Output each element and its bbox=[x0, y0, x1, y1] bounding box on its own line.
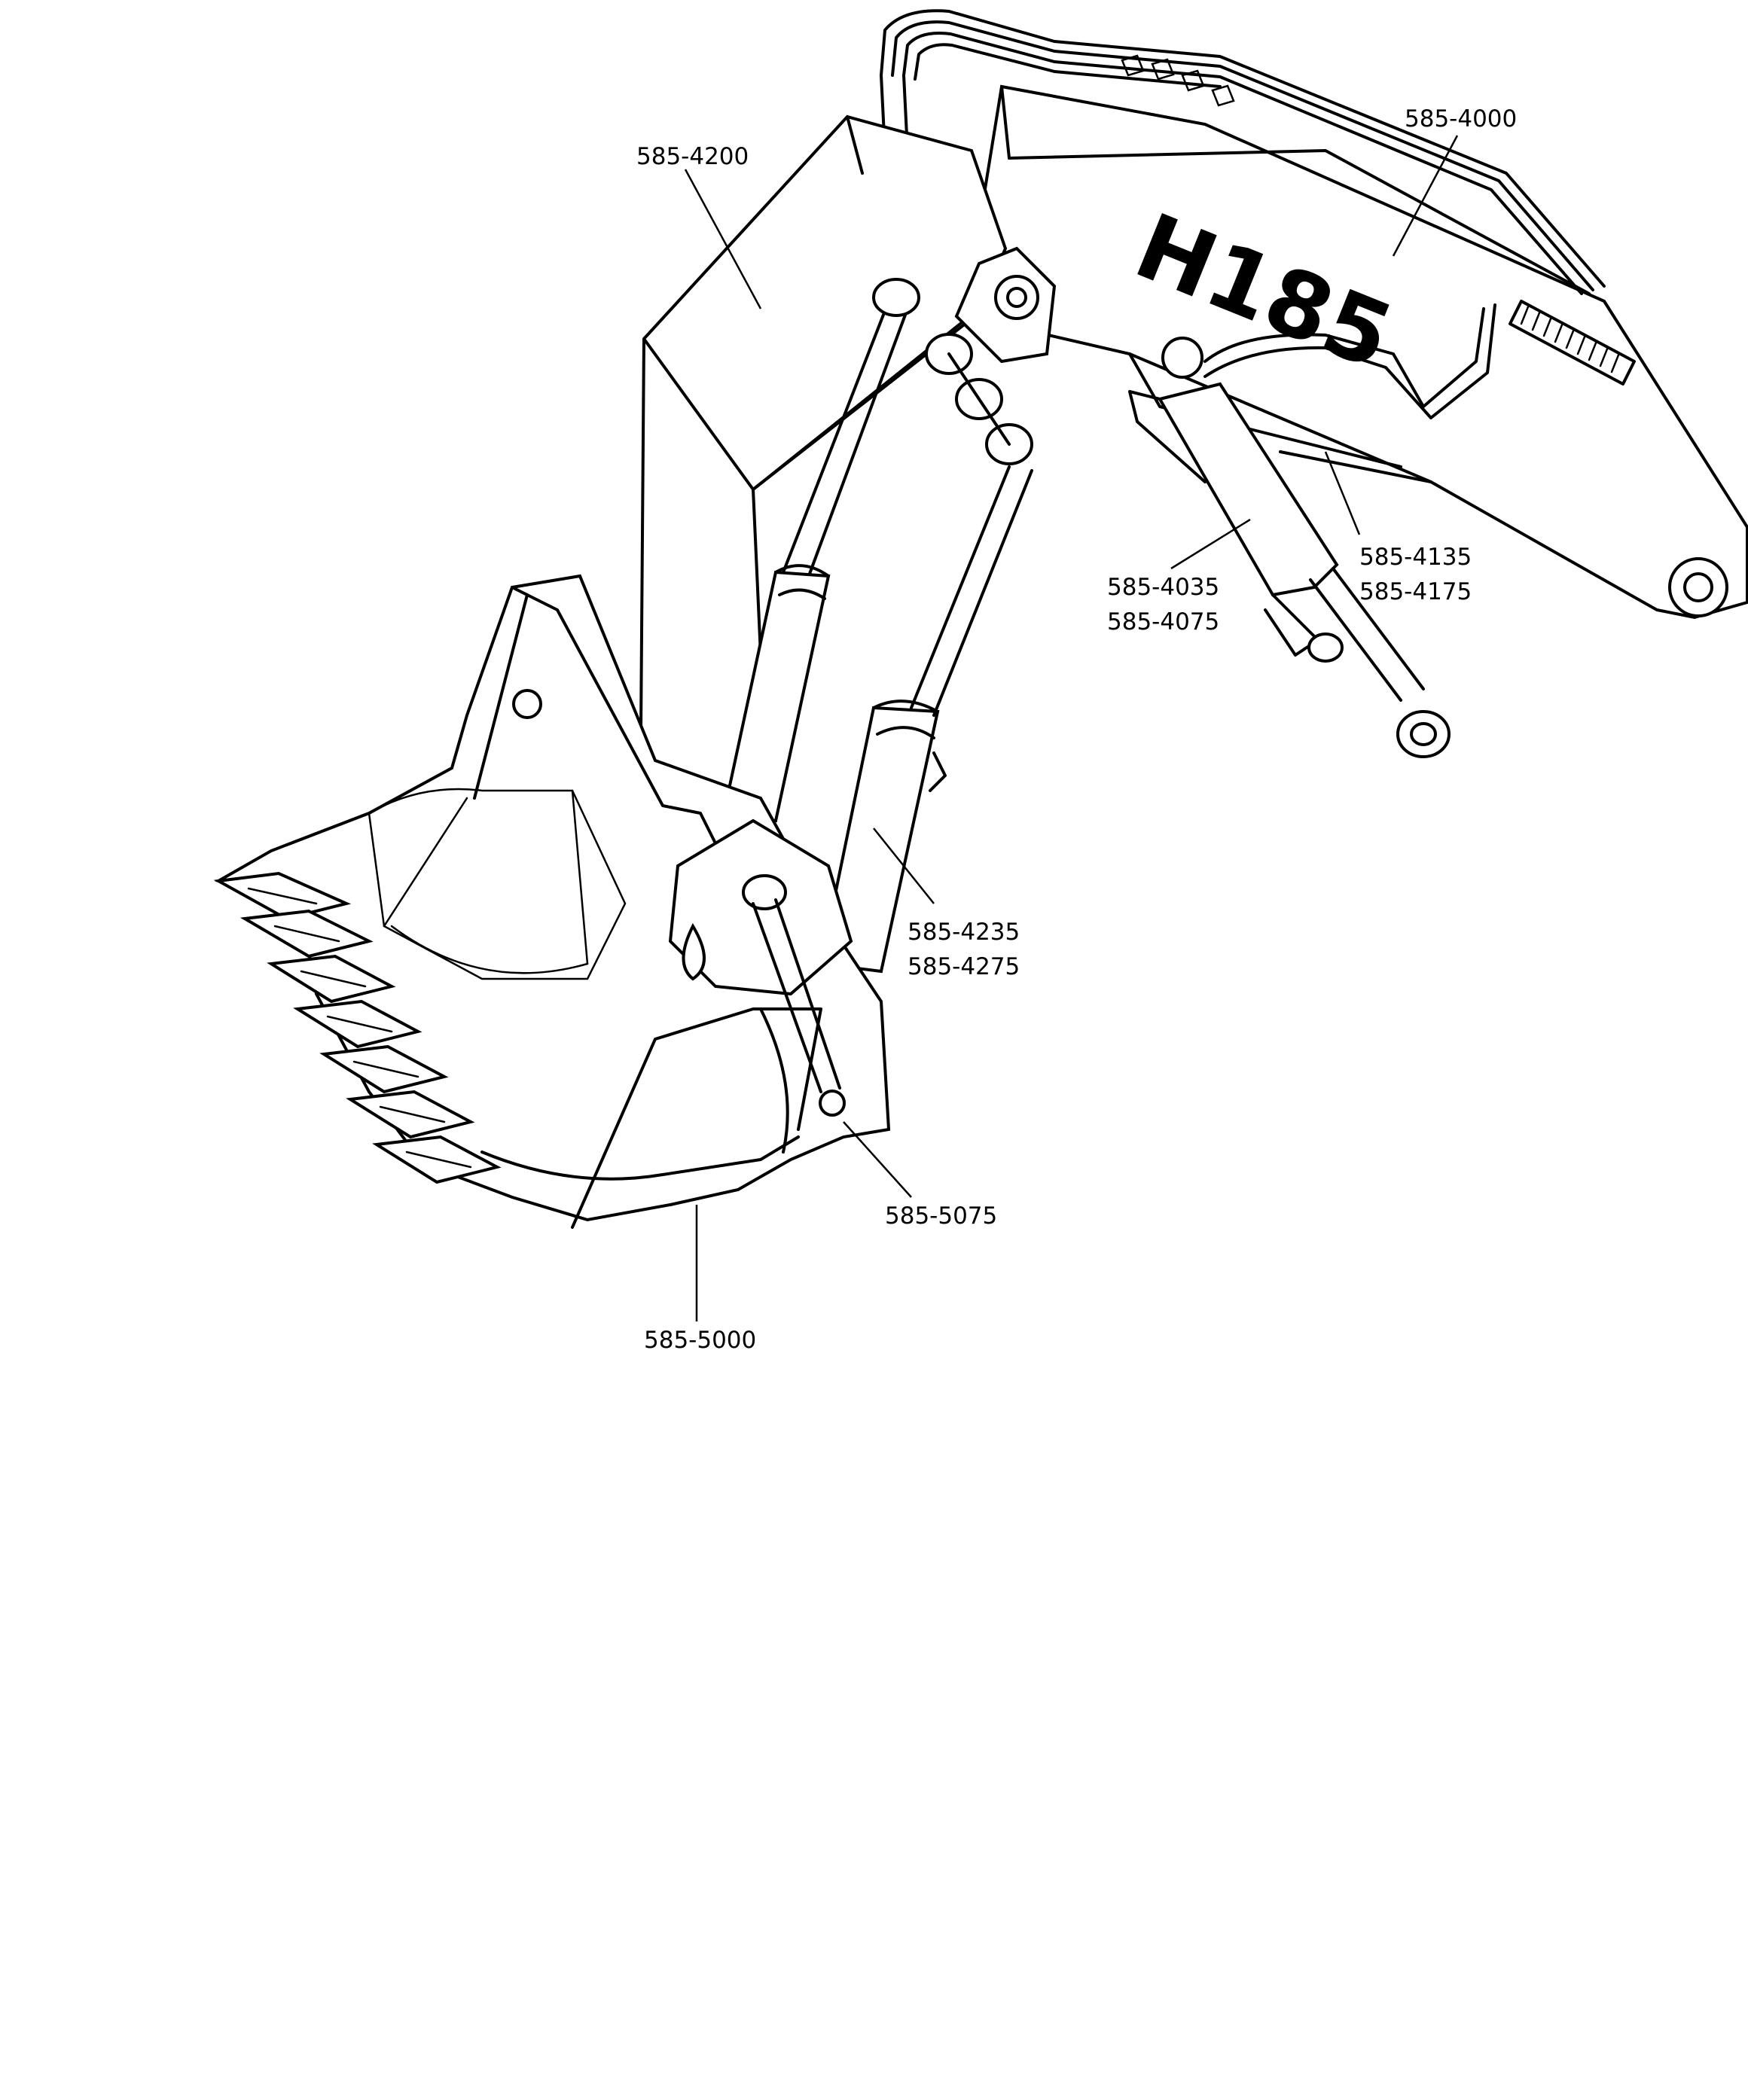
bucket-linkage bbox=[742, 874, 846, 1117]
callout-boom: 585-4000 bbox=[1405, 105, 1517, 133]
bucket bbox=[213, 574, 891, 1229]
callout-stick-cylinder-line1: 585-4135 bbox=[1359, 544, 1472, 571]
callout-bucket: 585-5000 bbox=[644, 1327, 756, 1354]
callout-boom-cylinder-line1: 585-4035 bbox=[1107, 574, 1219, 601]
callout-labels: 585-4000 585-4200 585-4035 585-4075 585-… bbox=[636, 105, 1517, 1354]
leader-lines bbox=[684, 135, 1459, 1321]
boom-cylinder bbox=[1128, 337, 1451, 758]
leader-boom bbox=[1392, 135, 1459, 257]
leader-bucket-linkage bbox=[843, 1121, 912, 1198]
leader-stick-cylinder bbox=[1324, 451, 1361, 535]
callout-stick: 585-4200 bbox=[636, 143, 749, 170]
callout-stick-cylinder-line2: 585-4175 bbox=[1359, 578, 1472, 605]
bucket-teeth bbox=[213, 871, 502, 1184]
leader-stick bbox=[684, 169, 762, 309]
callout-bucket-cylinder-line2: 585-4275 bbox=[908, 953, 1020, 980]
bucket-cylinder bbox=[819, 465, 1033, 974]
leader-bucket-cylinder bbox=[873, 828, 935, 904]
callout-bucket-cylinder-line1: 585-4235 bbox=[908, 919, 1020, 946]
callout-bucket-linkage: 585-5075 bbox=[885, 1202, 997, 1230]
callout-boom-cylinder-line2: 585-4075 bbox=[1107, 608, 1219, 635]
stick-cylinder bbox=[721, 278, 920, 823]
leader-boom-cylinder bbox=[1170, 518, 1251, 570]
